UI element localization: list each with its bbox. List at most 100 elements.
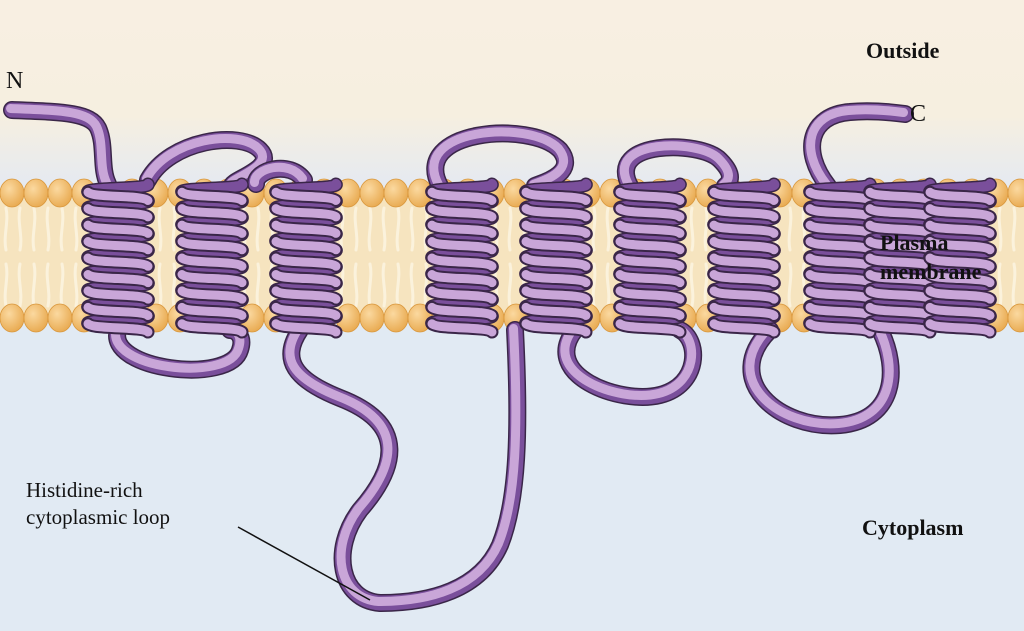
helix-front-turn: [182, 242, 242, 250]
n-terminus-label: N: [6, 68, 23, 95]
helix-front-turn: [714, 324, 774, 332]
helix-front-turn: [620, 209, 680, 217]
helix-front-turn: [182, 192, 242, 200]
helix-front-turn: [432, 324, 492, 332]
helix-front-turn: [526, 258, 586, 266]
transmembrane-helix: [714, 184, 775, 332]
helix-front-turn: [810, 242, 870, 250]
helix-front-turn: [182, 209, 242, 217]
transmembrane-helix: [620, 184, 681, 332]
helix-front-turn: [810, 307, 870, 315]
helix-front-turn: [810, 192, 870, 200]
helix-front-turn: [930, 291, 990, 299]
helix-front-turn: [276, 258, 336, 266]
transmembrane-helix: [526, 184, 587, 332]
helix-front-turn: [276, 291, 336, 299]
helix-front-turn: [88, 225, 148, 233]
membrane-label-line1: Plasma: [880, 230, 948, 256]
loop-annotation-line1: Histidine-rich: [26, 478, 143, 503]
helix-front-turn: [620, 192, 680, 200]
helix-front-turn: [810, 209, 870, 217]
helix-front-turn: [276, 274, 336, 282]
helix-front-turn: [88, 324, 148, 332]
helix-front-turn: [620, 242, 680, 250]
lipid-head: [360, 179, 384, 207]
helix-front-turn: [526, 225, 586, 233]
helix-front-turn: [620, 225, 680, 233]
loop-annotation-line2: cytoplasmic loop: [26, 505, 170, 530]
helix-front-turn: [526, 192, 586, 200]
helix-front-turn: [714, 274, 774, 282]
helix-front-turn: [276, 307, 336, 315]
helix-front-turn: [432, 258, 492, 266]
helix-front-turn: [276, 324, 336, 332]
transmembrane-helix: [810, 184, 871, 332]
lipid-head: [384, 179, 408, 207]
helix-front-turn: [432, 192, 492, 200]
lipid-head: [48, 179, 72, 207]
helix-front-turn: [810, 258, 870, 266]
helix-front-turn: [620, 324, 680, 332]
helix-front-turn: [810, 324, 870, 332]
helix-front-turn: [870, 324, 930, 332]
helix-front-turn: [182, 291, 242, 299]
helix-front-turn: [526, 274, 586, 282]
helix-front-turn: [182, 258, 242, 266]
cytoplasm-label: Cytoplasm: [862, 515, 963, 541]
helix-front-turn: [432, 225, 492, 233]
helix-front-turn: [620, 307, 680, 315]
helix-front-turn: [432, 307, 492, 315]
helix-front-turn: [714, 291, 774, 299]
transmembrane-helix: [432, 184, 493, 332]
transmembrane-helices: [88, 184, 991, 332]
c-terminus-label: C: [910, 101, 926, 128]
helix-front-turn: [88, 307, 148, 315]
helix-front-turn: [526, 209, 586, 217]
helix-front-turn: [714, 258, 774, 266]
helix-front-turn: [620, 291, 680, 299]
lipid-head: [0, 179, 24, 207]
helix-front-turn: [526, 291, 586, 299]
helix-front-turn: [432, 291, 492, 299]
membrane-label-line2: membrane: [880, 259, 981, 285]
helix-front-turn: [714, 192, 774, 200]
helix-front-turn: [88, 242, 148, 250]
helix-front-turn: [870, 307, 930, 315]
helix-front-turn: [870, 291, 930, 299]
helix-front-turn: [88, 209, 148, 217]
helix-front-turn: [810, 291, 870, 299]
lipid-head: [48, 304, 72, 332]
lipid-head: [360, 304, 384, 332]
helix-front-turn: [714, 225, 774, 233]
transmembrane-helix: [930, 184, 991, 332]
helix-front-turn: [276, 242, 336, 250]
helix-front-turn: [88, 258, 148, 266]
helix-front-turn: [714, 209, 774, 217]
helix-front-turn: [870, 209, 930, 217]
helix-front-turn: [276, 192, 336, 200]
helix-front-turn: [526, 324, 586, 332]
transmembrane-helix: [276, 184, 337, 332]
helix-front-turn: [88, 192, 148, 200]
helix-front-turn: [620, 258, 680, 266]
transmembrane-helix: [870, 184, 931, 332]
helix-front-turn: [714, 307, 774, 315]
helix-front-turn: [810, 274, 870, 282]
helix-front-turn: [432, 209, 492, 217]
helix-front-turn: [182, 225, 242, 233]
transmembrane-helix: [182, 184, 243, 332]
helix-front-turn: [930, 324, 990, 332]
transmembrane-helix: [88, 184, 149, 332]
lipid-head: [24, 304, 48, 332]
helix-front-turn: [870, 192, 930, 200]
helix-front-turn: [88, 291, 148, 299]
helix-front-turn: [930, 307, 990, 315]
lipid-head: [384, 304, 408, 332]
helix-front-turn: [182, 307, 242, 315]
helix-front-turn: [526, 307, 586, 315]
helix-front-turn: [276, 225, 336, 233]
helix-front-turn: [714, 242, 774, 250]
helix-front-turn: [182, 324, 242, 332]
helix-front-turn: [526, 242, 586, 250]
outside-label: Outside: [866, 38, 939, 64]
